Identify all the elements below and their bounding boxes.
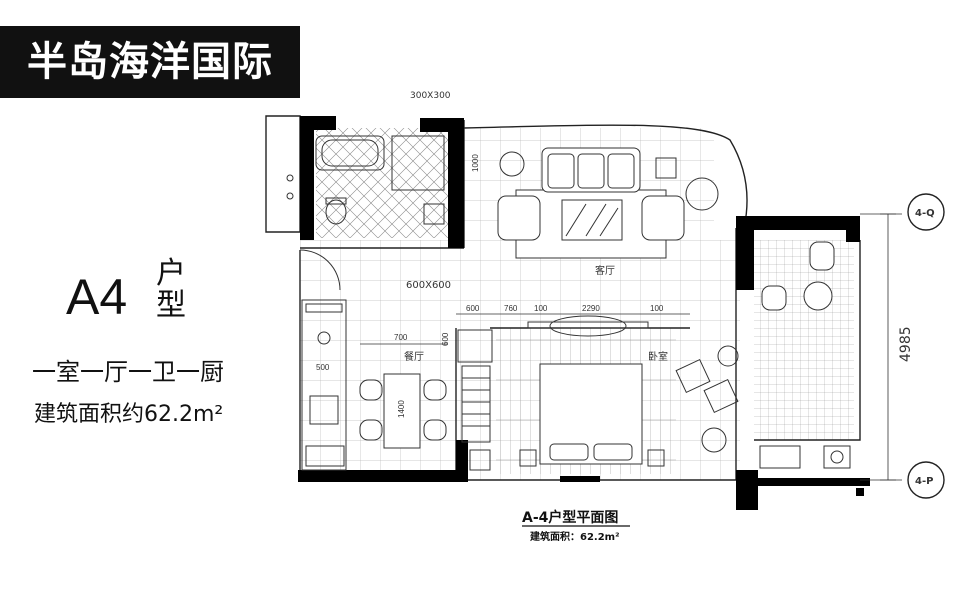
- label-bath-tile: 300X300: [410, 91, 451, 101]
- balcony-fixtures: [759, 241, 851, 469]
- dim-1400: 1400: [397, 400, 406, 418]
- dim-600: 600: [466, 304, 480, 313]
- label-bedroom: 卧室: [648, 350, 668, 363]
- bathroom-fixtures: [286, 135, 445, 225]
- dim-1000: 1000: [471, 154, 480, 172]
- dim-100a: 100: [534, 304, 548, 313]
- label-floor-tile: 600X600: [406, 280, 451, 291]
- dining-furniture: [359, 329, 493, 471]
- dim-700: 700: [394, 333, 408, 342]
- dim-2290: 2290: [582, 304, 600, 313]
- wall-solids: [298, 116, 870, 510]
- axis-marker-q: 4-Q: [907, 193, 945, 231]
- label-dining: 餐厅: [404, 350, 424, 363]
- unit-type-code: A4: [66, 269, 128, 325]
- dim-4985: 4985: [898, 326, 914, 362]
- dim-500: 500: [316, 363, 330, 372]
- bedroom-furniture: [519, 315, 739, 467]
- unit-type-suffix: 户型: [156, 256, 186, 323]
- dimension-lines: [360, 213, 902, 481]
- kitchen-fixtures: [299, 249, 347, 471]
- label-living: 客厅: [595, 264, 615, 277]
- balcony-floor: [754, 240, 854, 440]
- axis-p-label: 4-P: [915, 476, 933, 487]
- bathroom-floor: [316, 128, 456, 238]
- axis-q-label: 4-Q: [915, 208, 935, 219]
- dim-100b: 100: [650, 304, 664, 313]
- plan-caption: A-4户型平面图: [522, 509, 618, 526]
- unit-area: 建筑面积约62.2m²: [34, 402, 224, 427]
- axis-marker-p: 4-P: [907, 461, 945, 499]
- living-furniture: [497, 147, 719, 259]
- dim-600-vertical: 600: [441, 332, 450, 346]
- dim-760: 760: [504, 304, 518, 313]
- brand-title: 半岛海洋国际: [27, 39, 273, 85]
- brand-banner: 半岛海洋国际: [0, 26, 300, 98]
- unit-layout: 一室一厅一卫一厨: [32, 358, 224, 386]
- plan-caption-area: 建筑面积：62.2m²: [529, 530, 619, 543]
